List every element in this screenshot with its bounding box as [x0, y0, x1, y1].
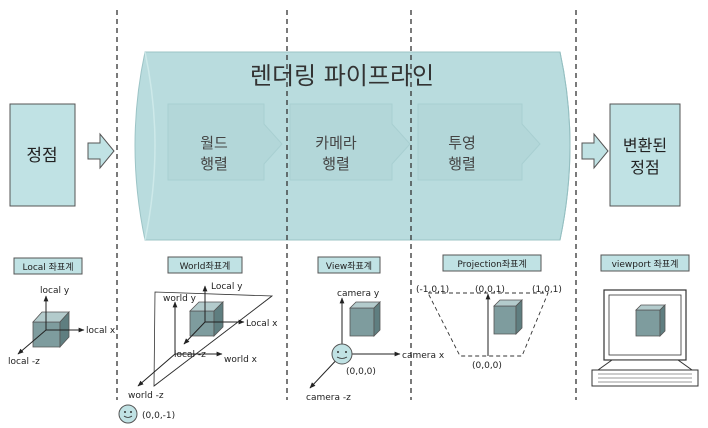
world-coords: world y Local y Local x local -z world x… — [118, 282, 278, 424]
view-z-label: camera -z — [306, 393, 351, 403]
coord-label-view-text: View좌표계 — [326, 260, 372, 272]
viewport-laptop-icon — [591, 289, 699, 387]
world-cube — [189, 301, 224, 337]
world-z-label: world -z — [128, 391, 164, 401]
stage-projection-line2: 행렬 — [448, 155, 476, 173]
vertex-input-label: 정점 — [26, 146, 57, 166]
coord-label-viewport: viewport 좌표계 — [600, 254, 690, 272]
stage-camera-line2: 행렬 — [322, 155, 350, 173]
view-cube — [349, 301, 381, 337]
projection-frustum — [427, 292, 549, 357]
world-local-z-axis — [183, 321, 206, 345]
view-x-label: camera x — [402, 351, 445, 361]
coord-label-world-text: World좌표계 — [180, 260, 231, 272]
projection-coords: (-1,0,1) (0,0,1) (1,0,1) (0,0,0) — [416, 285, 562, 371]
coord-label-world: World좌표계 — [167, 256, 243, 274]
local-coords: local y local x local -z — [8, 286, 116, 367]
world-y-label: world y — [163, 294, 197, 304]
world-z-axis — [137, 353, 176, 387]
stage-world-line1: 월드 — [200, 134, 228, 152]
view-origin-label: (0,0,0) — [346, 367, 376, 377]
local-z-label: local -z — [8, 357, 40, 367]
projection-top-label: (0,0,1) — [475, 285, 505, 295]
world-local-x-label: Local x — [246, 319, 278, 329]
world-local-y-label: Local y — [211, 282, 243, 292]
local-z-axis — [17, 329, 47, 355]
local-y-label: local y — [40, 286, 70, 296]
stage-world-matrix: 월드 행렬 — [167, 103, 283, 181]
world-frustum-line — [153, 295, 273, 387]
view-y-label: camera y — [337, 289, 380, 299]
transformed-vertex-box: 변환된 정점 — [609, 103, 681, 207]
view-camera-face-icon — [331, 343, 353, 365]
transformed-vertex-line2: 정점 — [630, 158, 659, 177]
coord-label-viewport-text: viewport 좌표계 — [612, 258, 679, 270]
stage-projection-matrix: 투영 행렬 — [417, 103, 541, 181]
world-camera-pos-label: (0,0,-1) — [142, 411, 175, 421]
world-local-z-label: local -z — [174, 350, 206, 360]
world-camera-face-icon — [118, 404, 138, 424]
local-x-label: local x — [86, 326, 116, 336]
local-cube — [32, 310, 70, 349]
coord-label-local: Local 좌표계 — [13, 257, 83, 275]
view-coords: camera y camera x (0,0,0) camera -z — [306, 289, 445, 403]
stage-camera-line1: 카메라 — [315, 134, 357, 152]
vertex-input-box: 정점 — [9, 103, 76, 207]
projection-cube — [493, 299, 523, 335]
transformed-vertex-line1: 변환된 — [623, 136, 667, 155]
world-x-label: world x — [224, 355, 258, 365]
stage-separators — [116, 10, 577, 400]
stage-world-line2: 행렬 — [200, 155, 228, 173]
stage-projection-line1: 투영 — [448, 134, 476, 152]
coord-label-local-text: Local 좌표계 — [22, 261, 73, 273]
output-arrow — [581, 132, 609, 170]
coord-label-view: View좌표계 — [317, 256, 381, 274]
projection-bottom-label: (0,0,0) — [472, 361, 502, 371]
viewport-cube — [635, 304, 666, 337]
stage-camera-matrix: 카메라 행렬 — [289, 103, 411, 181]
coord-label-projection: Projection좌표계 — [442, 254, 542, 272]
coord-label-projection-text: Projection좌표계 — [457, 258, 526, 270]
projection-left-label: (-1,0,1) — [416, 285, 449, 295]
input-arrow — [87, 132, 115, 170]
projection-right-label: (1,0,1) — [532, 285, 562, 295]
pipeline-title: 렌더링 파이프라인 — [250, 62, 434, 90]
